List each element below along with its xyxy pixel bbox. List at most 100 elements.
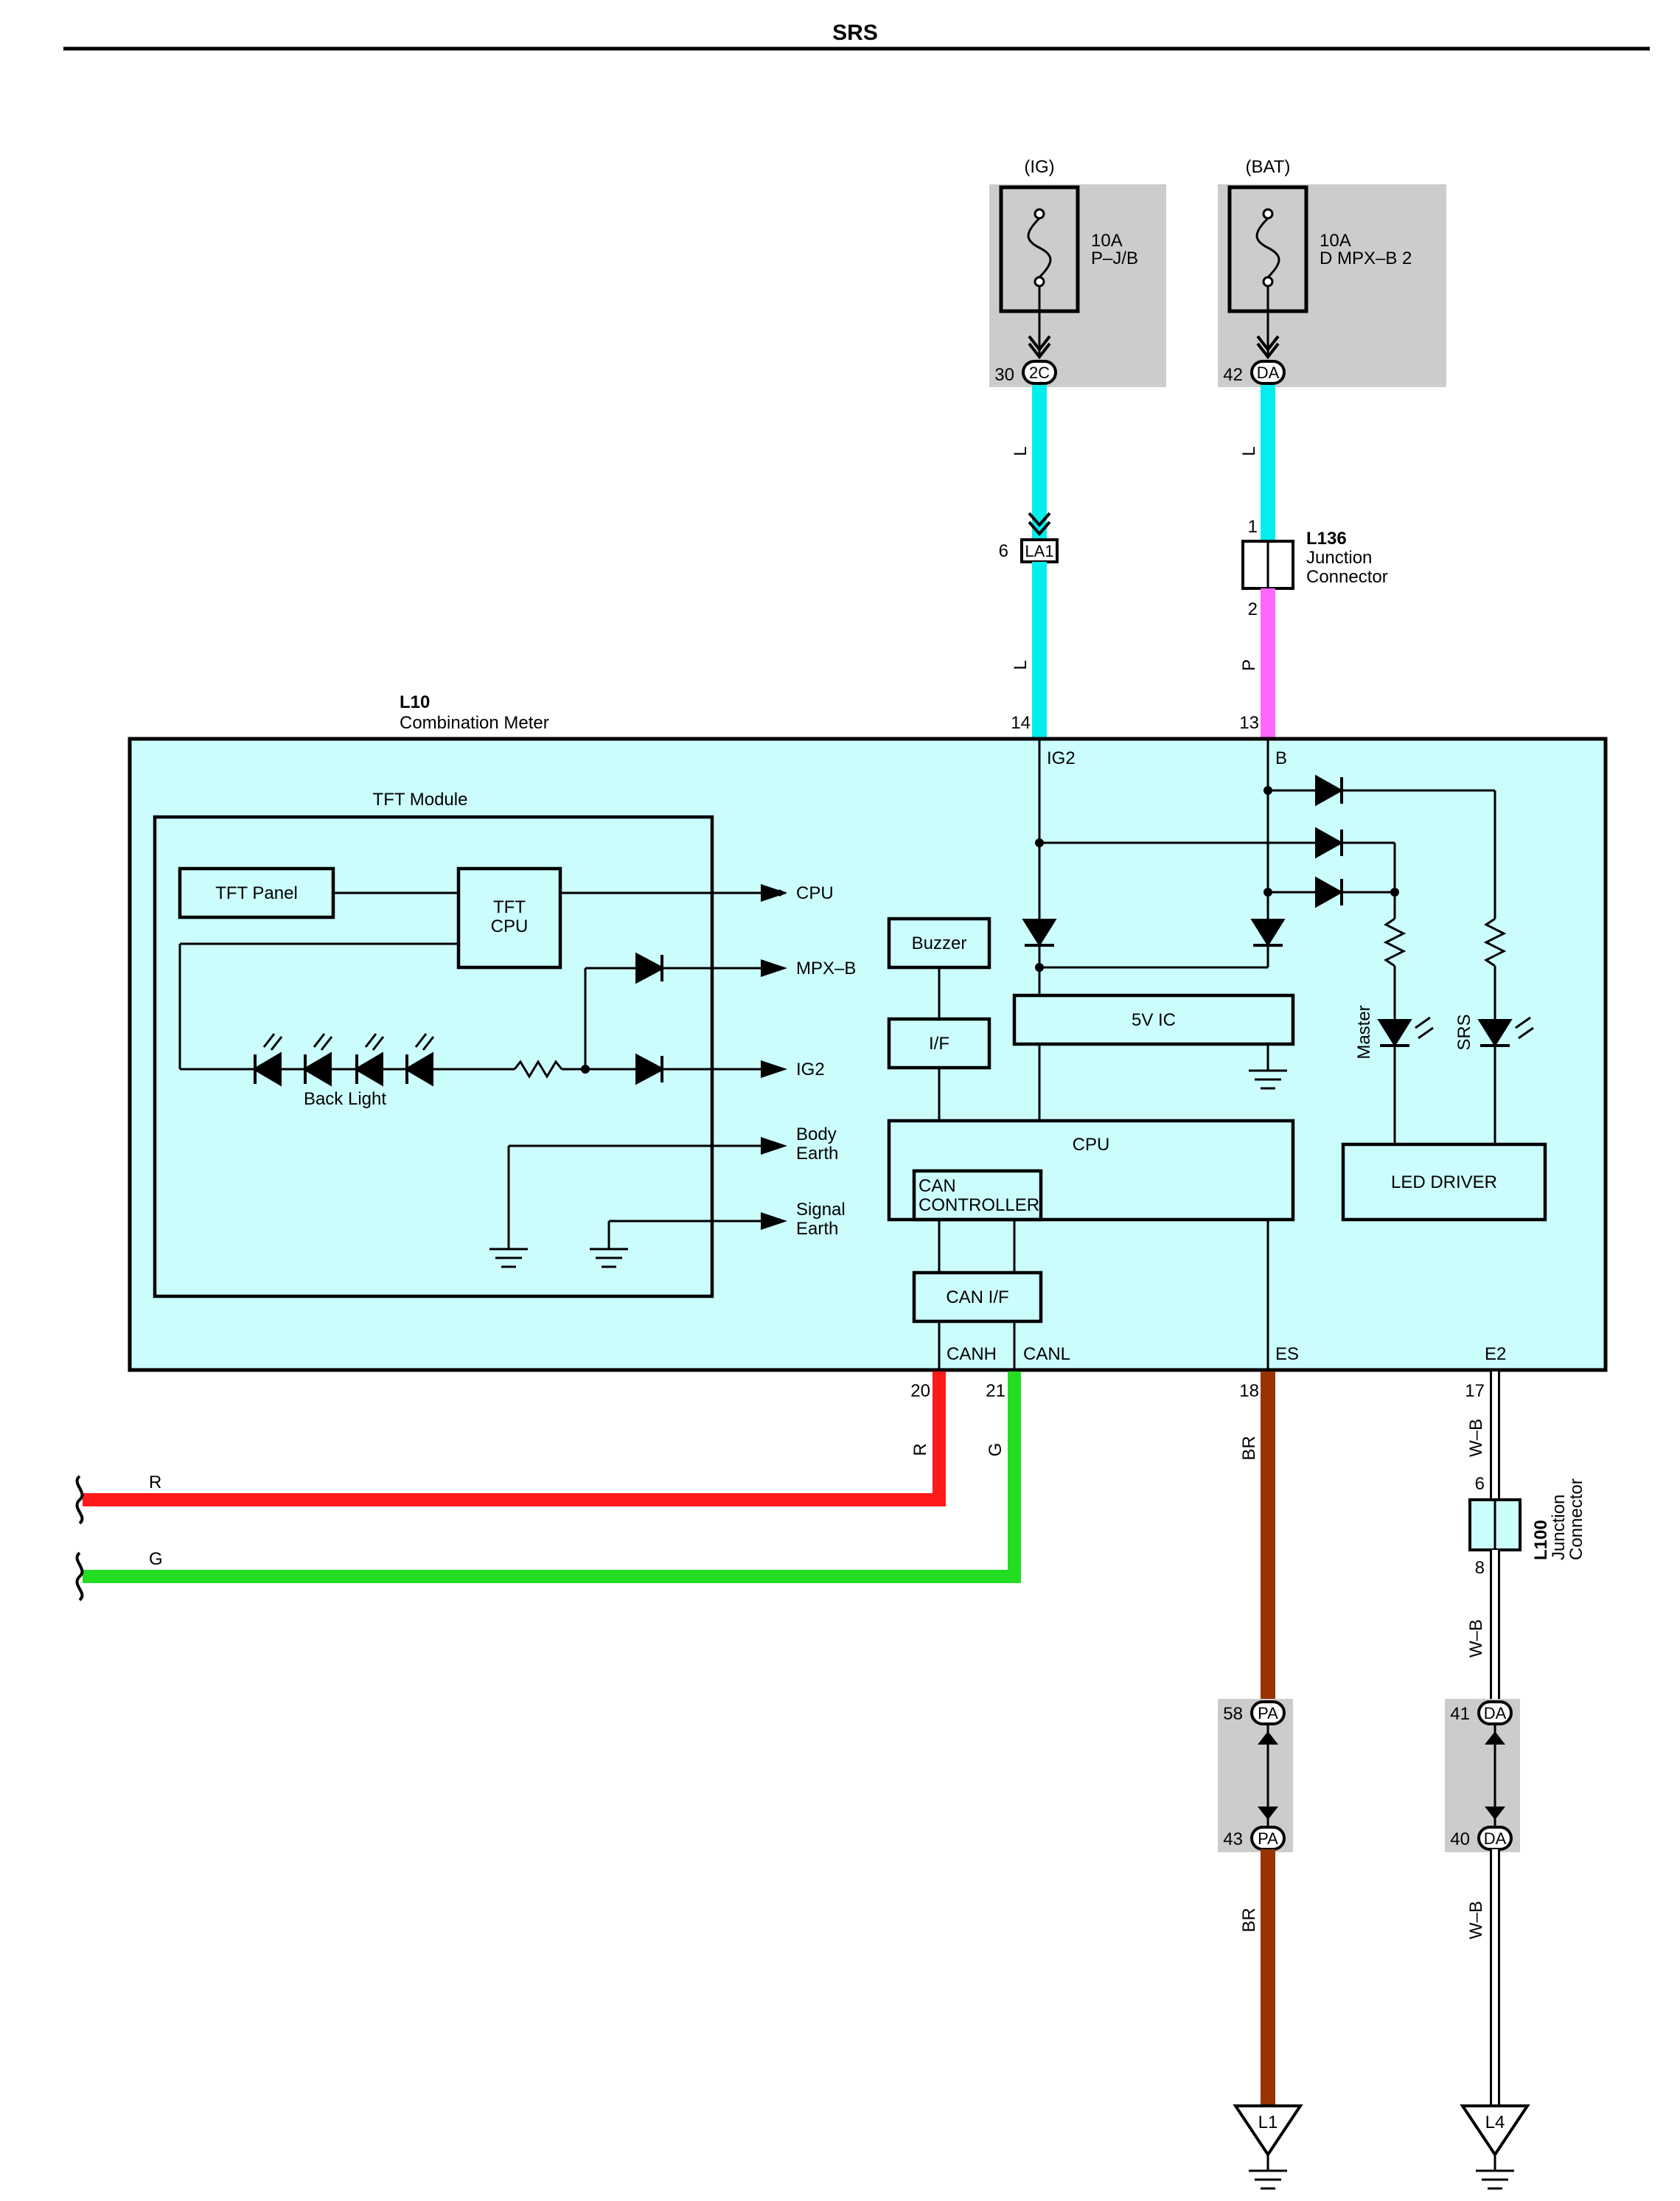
led-icon [354, 1051, 383, 1087]
tft-cpu-line1: TFT [493, 897, 526, 917]
ground-icon [1476, 2169, 1514, 2190]
arrow-down-icon [1028, 335, 1051, 360]
l100-line2: Connector [1566, 1478, 1586, 1560]
master-label: Master [1354, 1005, 1374, 1059]
resistor-icon [513, 1060, 563, 1079]
wire-label: P [1239, 659, 1259, 671]
can-controller-box [912, 1169, 1043, 1222]
arrow-right-icon [761, 884, 787, 902]
ground-l4-label: L4 [1485, 2113, 1505, 2132]
fuse-connector-oval [1250, 360, 1286, 385]
wire-g [83, 1371, 1021, 1583]
ground-l1-label: L1 [1258, 2113, 1278, 2132]
can-controller-line1: CAN [919, 1176, 956, 1196]
fuse-connector-oval [1022, 360, 1057, 385]
arrow-down-icon [1256, 335, 1280, 360]
fuse-rating: 10A [1320, 231, 1351, 251]
fuse-terminal-icon [1262, 276, 1274, 288]
wire-label: R [910, 1443, 930, 1456]
fuse-pin: 42 [1223, 365, 1243, 385]
five-v-ic-box [1012, 993, 1295, 1046]
fuse-box-bg [1218, 184, 1446, 387]
arrow-up-icon [1258, 1731, 1278, 1745]
back-light-leds: Back Light [252, 1033, 435, 1109]
led-ray-icon [414, 1033, 435, 1051]
arrow-down-icon [1028, 512, 1051, 537]
ground-icon [489, 1248, 528, 1268]
fuse-ig: (IG) 10A P–J/B 30 2C [989, 157, 1166, 387]
connector-l136-id: L136 [1306, 529, 1347, 549]
pin-canl-name: CANL [1023, 1344, 1070, 1364]
arrow-down-icon [1258, 1807, 1278, 1820]
connector-l136-pin-out: 2 [1248, 599, 1258, 619]
connector-la1-pin: 6 [999, 541, 1008, 561]
combination-meter: L10 Combination Meter 14 IG2 13 B CANH C… [128, 692, 1608, 1372]
back-light-label: Back Light [304, 1089, 386, 1109]
meter-body [128, 737, 1608, 1372]
fuse-pin: 30 [994, 365, 1014, 385]
fuse-name: D MPX–B 2 [1320, 248, 1412, 268]
body-earth-2: Earth [796, 1144, 838, 1164]
ground-triangle-icon [1460, 2104, 1530, 2157]
wire-label: L [1239, 446, 1259, 456]
arrow-right-icon [761, 1060, 787, 1078]
out-cpu: CPU [796, 883, 834, 903]
pin-es-name: ES [1275, 1344, 1299, 1364]
resistor-icon [1483, 917, 1507, 967]
arrow-up-icon [1485, 1731, 1505, 1745]
led-icon [404, 1051, 433, 1087]
pin-b-num: 13 [1239, 713, 1259, 733]
arrow-right-icon [761, 959, 787, 977]
fuse-element-icon [1255, 217, 1280, 279]
connector-l136-line2: Connector [1306, 567, 1388, 587]
fuse-terminal-icon [1262, 208, 1274, 220]
fuse-source: (IG) [1024, 157, 1054, 177]
fuse-connector-name: DA [1257, 364, 1280, 382]
can-if-label: CAN I/F [946, 1287, 1008, 1307]
led-ray-icon [262, 1033, 283, 1051]
l100-pin-in: 6 [1475, 1474, 1485, 1494]
wire-label: L [1011, 446, 1031, 456]
arrow-right-icon [761, 1137, 787, 1155]
fuse-source: (BAT) [1246, 157, 1291, 177]
fuse-connector-name: 2C [1029, 364, 1050, 382]
connector-l136-line1: Junction [1306, 548, 1372, 568]
fuse-terminal-icon [1034, 208, 1045, 220]
pin-canh-name: CANH [947, 1344, 997, 1364]
ground-icon [1249, 1069, 1287, 1090]
led-ray-icon [364, 1033, 385, 1051]
out-mpxb: MPX–B [796, 959, 856, 978]
srs-label: SRS [1454, 1014, 1474, 1050]
pin-e2-num: 17 [1465, 1381, 1485, 1401]
pin-ig2-name: IG2 [1047, 748, 1076, 768]
arrow-right-icon [761, 1212, 787, 1230]
wire-label: G [149, 1549, 163, 1569]
connector-l136-pin-in: 1 [1248, 517, 1258, 537]
resistor-icon [1383, 917, 1407, 967]
meter-id: L10 [400, 692, 430, 712]
pin-canh-num: 20 [910, 1381, 930, 1401]
pin-ig2-num: 14 [1011, 713, 1031, 733]
signal-earth-2: Earth [796, 1219, 838, 1239]
can-controller-line2: CONTROLLER [919, 1195, 1039, 1215]
ground-icon [590, 1248, 628, 1268]
wire-label: L [1011, 660, 1031, 670]
wire-label: W–B [1466, 1619, 1486, 1658]
signal-earth-1: Signal [796, 1200, 846, 1220]
cpu-label: CPU [1073, 1135, 1110, 1155]
da-connector-bg [1445, 1699, 1520, 1852]
da-bottom-name: DA [1484, 1829, 1507, 1848]
da-top-pin: 41 [1450, 1704, 1470, 1724]
tft-cpu-line2: CPU [491, 917, 529, 936]
wire-break-icon [75, 1551, 84, 1602]
wire-label: W–B [1466, 1901, 1486, 1939]
pa-bottom-pin: 43 [1223, 1829, 1243, 1849]
da-top-name: DA [1484, 1704, 1507, 1722]
connector-la1-name: LA1 [1025, 542, 1053, 560]
wire-label: BR [1239, 1908, 1259, 1932]
led-ray-icon [313, 1033, 333, 1051]
tft-module: TFT Module TFT Panel TFT CPU CPU MPX–B I… [153, 790, 856, 1298]
fuse-bat: (BAT) 10A D MPX–B 2 42 DA [1218, 157, 1446, 387]
pin-e2-name: E2 [1485, 1344, 1506, 1364]
